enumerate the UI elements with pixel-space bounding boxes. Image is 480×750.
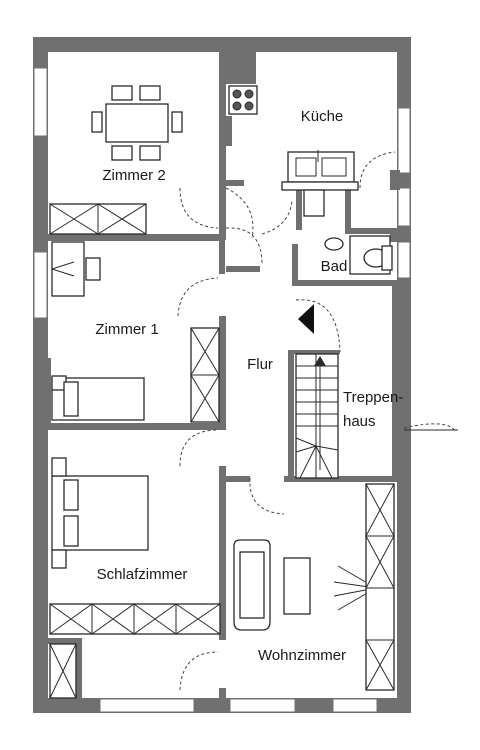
label-bad: Bad	[321, 258, 348, 275]
wardrobe-schlafzimmer	[49, 603, 221, 635]
sofa	[233, 539, 271, 631]
room-labels: Zimmer 2 Küche Bad Zimmer 1 Flur Treppen…	[95, 108, 403, 664]
double-bed	[51, 457, 149, 569]
interior-walls	[33, 50, 404, 700]
label-schlafzimmer: Schlafzimmer	[97, 566, 188, 583]
desk	[51, 241, 101, 297]
single-bed	[51, 375, 145, 421]
staircase	[295, 353, 339, 479]
kitchen-counter	[281, 181, 359, 217]
label-treppenhaus-2: haus	[343, 413, 376, 430]
stove	[228, 85, 258, 115]
kitchen-sink	[287, 150, 355, 183]
label-zimmer1: Zimmer 1	[95, 321, 158, 338]
label-wohnzimmer: Wohnzimmer	[258, 647, 346, 664]
label-flur: Flur	[247, 356, 273, 373]
bathroom-fixtures	[324, 235, 393, 275]
cabinet-bottom-left	[49, 643, 77, 699]
windows	[33, 67, 411, 713]
wardrobe-zimmer2	[49, 203, 147, 235]
wardrobe-zimmer1	[190, 327, 220, 423]
stair-marker-icon	[298, 304, 314, 334]
label-treppenhaus-1: Treppen-	[343, 389, 403, 406]
coffee-table	[283, 557, 311, 615]
label-zimmer2: Zimmer 2	[102, 167, 165, 184]
label-kueche: Küche	[301, 108, 344, 125]
wardrobe-wohnzimmer	[365, 483, 395, 691]
dining-table	[91, 85, 183, 161]
doors	[177, 151, 458, 691]
